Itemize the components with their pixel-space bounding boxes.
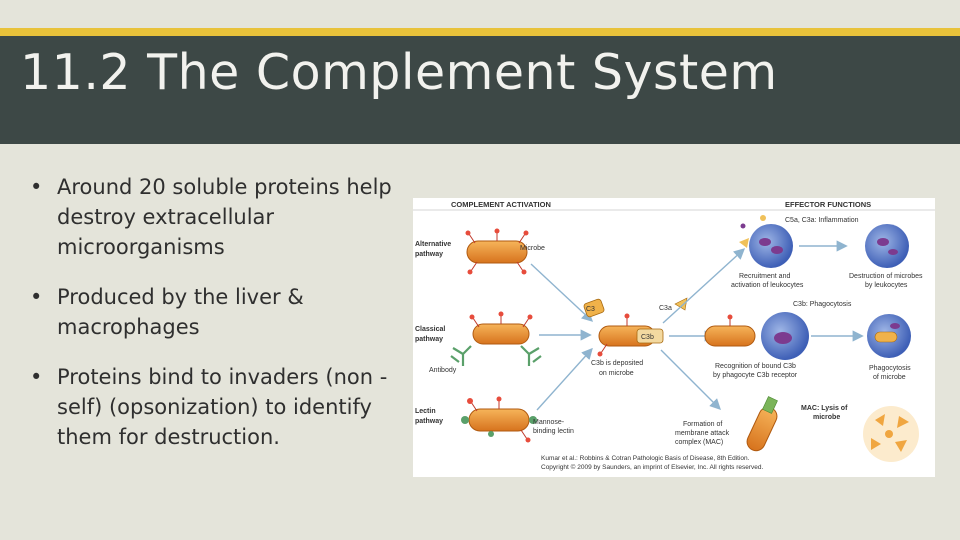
bullet-item: • Proteins bind to invaders (non -self) (…	[30, 362, 410, 452]
bullet-text: Proteins bind to invaders (non -self) (o…	[57, 365, 388, 449]
label-microbe: Microbe	[520, 245, 545, 252]
bullet-dot-icon: •	[30, 175, 43, 199]
credit-line-2: Copyright © 2009 by Saunders, an imprint…	[541, 463, 763, 471]
label-mannose-2: binding lectin	[533, 428, 574, 435]
label-alternative-2: pathway	[415, 251, 443, 258]
arrow-alternative	[530, 263, 594, 322]
label-mac-lysis-2: microbe	[813, 414, 840, 421]
bullet-item: • Around 20 soluble proteins help destroy…	[30, 172, 410, 262]
lysed-microbe-icon	[863, 406, 919, 462]
microbe-lectin	[461, 396, 537, 443]
arrow-inflammation	[662, 248, 746, 324]
complement-diagram: COMPLEMENT ACTIVATION EFFECTOR FUNCTIONS…	[413, 198, 935, 477]
microbe-opsonized-icon	[704, 314, 756, 347]
leukocyte-destruction-icon	[865, 224, 909, 268]
label-mac-formation-2: membrane attack	[675, 430, 730, 437]
label-alternative: Alternative	[415, 241, 451, 248]
label-classical: Classical	[415, 326, 445, 333]
antibody-icon	[450, 345, 542, 366]
c3-protein-icon: C3	[583, 298, 605, 318]
label-lectin: Lectin	[415, 408, 436, 415]
label-deposit: C3b is deposited	[591, 360, 643, 367]
label-mac-lysis: MAC: Lysis of	[801, 405, 848, 412]
svg-text:C3: C3	[586, 306, 595, 313]
microbe-alternative	[465, 228, 529, 275]
heading-activation: COMPLEMENT ACTIVATION	[451, 200, 551, 209]
label-c3a: C3a	[659, 305, 672, 312]
label-phagocytosis: C3b: Phagocytosis	[793, 301, 852, 308]
c3b-protein-icon: C3b	[636, 328, 664, 344]
credit-line-1: Kumar et al.: Robbins & Cotran Pathologi…	[541, 455, 750, 462]
bullet-text: Around 20 soluble proteins help destroy …	[57, 175, 392, 259]
c3a-fragment-icon	[674, 297, 688, 311]
phagocytosed-microbe-icon	[867, 314, 911, 358]
phagocyte-icon	[761, 312, 809, 360]
label-phago-microbe: Phagocytosis	[869, 365, 911, 372]
label-recognition-2: by phagocyte C3b receptor	[713, 372, 798, 379]
leukocyte-recruitment-icon	[739, 215, 793, 268]
label-destruction: Destruction of microbes	[849, 273, 923, 280]
bullet-dot-icon: •	[30, 285, 43, 309]
arrow-mac	[660, 349, 721, 410]
accent-stripe	[0, 28, 960, 36]
bullet-dot-icon: •	[30, 365, 43, 389]
label-mannose: Mannose-	[533, 419, 565, 426]
mac-complex-icon	[746, 396, 778, 452]
title-bar	[0, 36, 960, 144]
bullet-list: • Around 20 soluble proteins help destroy…	[30, 172, 410, 472]
label-phago-microbe-2: of microbe	[873, 374, 906, 381]
label-recognition: Recognition of bound C3b	[715, 363, 796, 370]
bullet-text: Produced by the liver & macrophages	[57, 285, 304, 339]
label-destruction-2: by leukocytes	[865, 282, 908, 289]
label-recruitment: Recruitment and	[739, 273, 790, 280]
label-mac-formation-3: complex (MAC)	[675, 439, 723, 446]
label-antibody: Antibody	[429, 367, 457, 374]
label-classical-2: pathway	[415, 336, 443, 343]
slide-title: 11.2 The Complement System	[20, 44, 778, 101]
bullet-item: • Produced by the liver & macrophages	[30, 282, 410, 342]
label-mac-formation: Formation of	[683, 421, 722, 428]
label-lectin-2: pathway	[415, 418, 443, 425]
label-deposit-2: on microbe	[599, 370, 634, 377]
label-inflammation: C5a, C3a: Inflammation	[785, 217, 859, 224]
microbe-classical	[469, 311, 533, 345]
top-margin	[0, 0, 960, 28]
svg-text:C3b: C3b	[641, 334, 654, 341]
label-recruitment-2: activation of leukocytes	[731, 282, 804, 289]
arrow-lectin	[536, 347, 593, 411]
heading-effector: EFFECTOR FUNCTIONS	[785, 200, 871, 209]
